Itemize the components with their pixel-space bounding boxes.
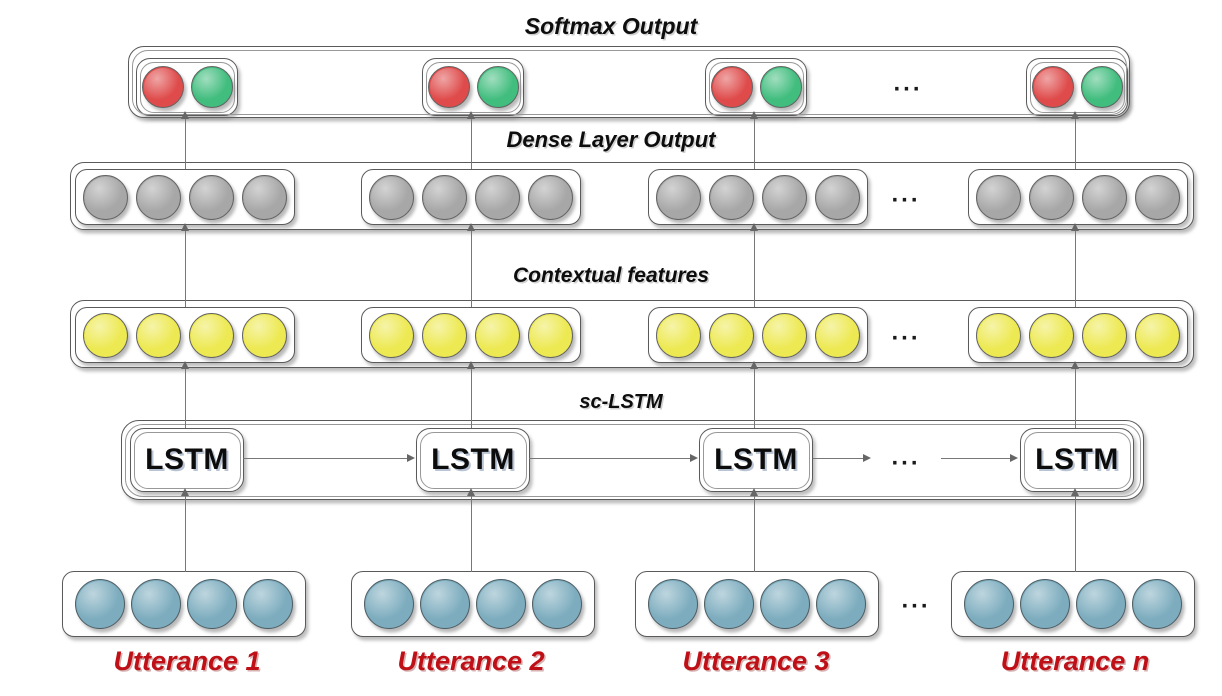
contextual-neuron: [656, 312, 701, 358]
softmax-output-title: Softmax Output: [524, 13, 698, 39]
softmax-neuron: [427, 66, 470, 108]
contextual-unit-box: [648, 307, 868, 363]
softmax-unit-box: [422, 58, 524, 116]
utterance-label-3: Utterance 3: [682, 646, 830, 676]
dense-neuron: [976, 174, 1021, 220]
dense-unit-box: [75, 169, 295, 225]
dense-neuron: [1082, 174, 1127, 220]
contextual-neuron: [242, 312, 287, 358]
input-neuron: [648, 579, 698, 629]
softmax-neuron: [190, 66, 233, 108]
lstm-cell-label: LSTM: [145, 443, 229, 476]
contextual-features-title: Contextual features: [512, 264, 710, 287]
dense-neuron: [189, 174, 234, 220]
utterance-input-box: [635, 571, 879, 637]
contextual-neuron: [1082, 312, 1127, 358]
contextual-neuron: [189, 312, 234, 358]
utterance-input-box: [62, 571, 306, 637]
ellipsis-contextual: ...: [891, 318, 921, 346]
contextual-neuron: [528, 312, 573, 358]
input-neuron: [243, 579, 293, 629]
softmax-neuron: [476, 66, 519, 108]
contextual-neuron: [136, 312, 181, 358]
ellipsis-input: ...: [901, 586, 931, 614]
input-neuron: [1132, 579, 1182, 629]
input-neuron: [1020, 579, 1070, 629]
dense-neuron: [422, 174, 467, 220]
input-neuron: [532, 579, 582, 629]
contextual-neuron: [815, 312, 860, 358]
dense-neuron: [136, 174, 181, 220]
contextual-neuron: [976, 312, 1021, 358]
utterance-input-box: [351, 571, 595, 637]
dense-layer-output-title: Dense Layer Output: [506, 127, 716, 152]
sclstm-layer-container: LSTM LSTM LSTM LSTM: [121, 420, 1144, 500]
dense-unit-box: [361, 169, 581, 225]
utterance-label-n: Utterance n: [1000, 646, 1150, 676]
contextual-unit-box: [361, 307, 581, 363]
input-neuron: [420, 579, 470, 629]
softmax-unit-box: [705, 58, 807, 116]
lstm-cell-label: LSTM: [431, 443, 515, 476]
dense-unit-box: [648, 169, 868, 225]
ellipsis-lstm: ...: [891, 443, 921, 471]
dense-neuron: [1029, 174, 1074, 220]
contextual-neuron: [422, 312, 467, 358]
input-neuron: [187, 579, 237, 629]
dense-unit-box: [968, 169, 1188, 225]
ellipsis-softmax: ...: [893, 69, 923, 97]
dense-neuron: [1135, 174, 1180, 220]
softmax-neuron: [1080, 66, 1123, 108]
dense-neuron: [528, 174, 573, 220]
input-neuron: [1076, 579, 1126, 629]
input-neuron: [964, 579, 1014, 629]
dense-neuron: [83, 174, 128, 220]
input-neuron: [476, 579, 526, 629]
lstm-cell: LSTM: [1020, 428, 1134, 492]
dense-neuron: [242, 174, 287, 220]
softmax-unit-box: [1026, 58, 1128, 116]
sc-lstm-title: sc-LSTM: [579, 391, 663, 413]
dense-neuron: [762, 174, 807, 220]
dense-layer-container: [70, 162, 1194, 230]
softmax-layer-container: [128, 46, 1130, 118]
contextual-neuron: [709, 312, 754, 358]
softmax-unit-box: [136, 58, 238, 116]
contextual-unit-box: [75, 307, 295, 363]
contextual-neuron: [1135, 312, 1180, 358]
contextual-neuron: [475, 312, 520, 358]
utterance-label-1: Utterance 1: [113, 646, 261, 676]
softmax-neuron: [759, 66, 802, 108]
contextual-neuron: [1029, 312, 1074, 358]
lstm-cell: LSTM: [416, 428, 530, 492]
input-neuron: [75, 579, 125, 629]
contextual-layer-container: [70, 300, 1194, 368]
utterance-input-box: [951, 571, 1195, 637]
input-neuron: [760, 579, 810, 629]
input-neuron: [364, 579, 414, 629]
dense-neuron: [475, 174, 520, 220]
input-neuron: [131, 579, 181, 629]
dense-neuron: [709, 174, 754, 220]
contextual-unit-box: [968, 307, 1188, 363]
input-neuron: [704, 579, 754, 629]
dense-neuron: [369, 174, 414, 220]
ellipsis-dense: ...: [891, 180, 921, 208]
contextual-neuron: [83, 312, 128, 358]
lstm-cell: LSTM: [130, 428, 244, 492]
dense-neuron: [815, 174, 860, 220]
lstm-cell-label: LSTM: [1035, 443, 1119, 476]
lstm-cell-label: LSTM: [714, 443, 798, 476]
contextual-neuron: [762, 312, 807, 358]
softmax-neuron: [710, 66, 753, 108]
lstm-cell: LSTM: [699, 428, 813, 492]
input-neuron: [816, 579, 866, 629]
utterance-label-2: Utterance 2: [397, 646, 545, 676]
softmax-neuron: [141, 66, 184, 108]
softmax-neuron: [1031, 66, 1074, 108]
dense-neuron: [656, 174, 701, 220]
contextual-neuron: [369, 312, 414, 358]
